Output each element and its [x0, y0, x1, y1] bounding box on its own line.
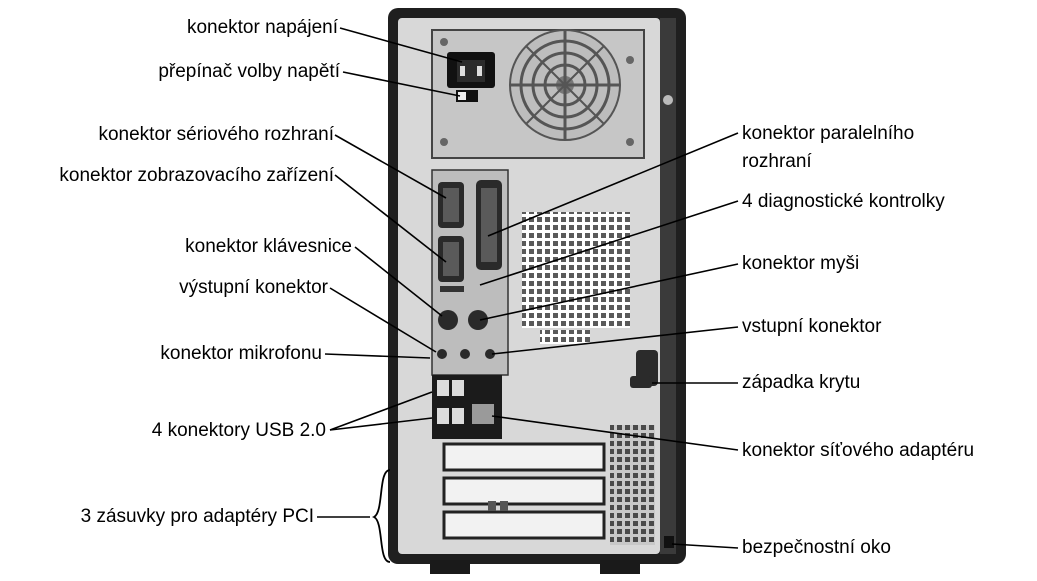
label-network-adapter: konektor síťového adaptéru: [742, 440, 975, 461]
label-voltage-switch: přepínač volby napětí: [158, 61, 340, 82]
label-video-connector: konektor zobrazovacího zařízení: [59, 165, 334, 186]
vent-grille-small: [540, 330, 590, 344]
security-slot: [664, 536, 674, 548]
label-microphone: konektor mikrofonu: [160, 343, 322, 364]
label-line-out: výstupní konektor: [179, 277, 328, 298]
label-serial-connector: konektor sériového rozhraní: [98, 124, 334, 145]
label-pci-slots: 3 zásuvky pro adaptéry PCI: [80, 506, 314, 527]
leader-lines: [317, 27, 739, 549]
label-line-in: vstupní konektor: [742, 316, 882, 337]
vent-grille-lower: [610, 425, 655, 545]
label-mouse-connector: konektor myši: [742, 253, 860, 274]
label-parallel-line2: rozhraní: [742, 151, 812, 172]
power-supply: [431, 29, 645, 159]
label-usb: 4 konektory USB 2.0: [151, 420, 326, 441]
pci-slots: [442, 442, 606, 540]
label-keyboard-connector: konektor klávesnice: [185, 236, 352, 257]
label-cover-latch: západka krytu: [742, 372, 861, 393]
pci-brace: [372, 469, 391, 563]
label-parallel-line1: konektor paralelního: [742, 123, 915, 144]
io-panel: [431, 169, 509, 439]
vent-grille-upper: [522, 212, 630, 328]
label-power-connector: konektor napájení: [186, 17, 338, 38]
label-diagnostic-lights: 4 diagnostické kontrolky: [742, 191, 945, 212]
label-security-slot: bezpečnostní oko: [742, 537, 891, 558]
